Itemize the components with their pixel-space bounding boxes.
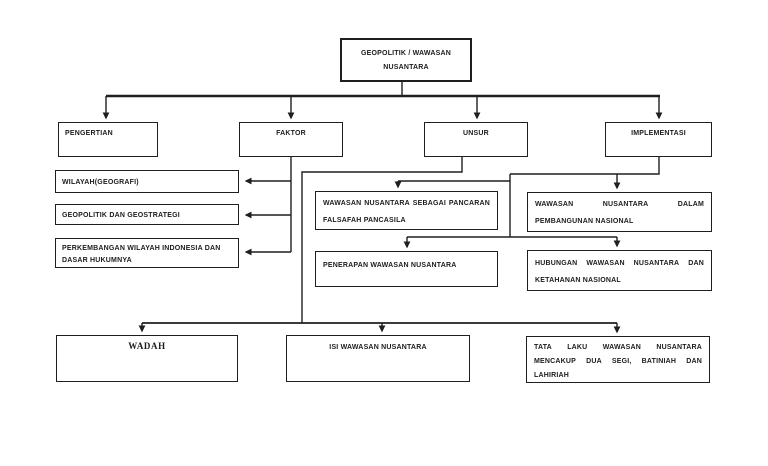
node-wadah: WADAH — [56, 335, 238, 382]
node-pengertian: PENGERTIAN — [58, 122, 158, 157]
edge-implementasi-elbow — [510, 157, 660, 175]
node-unsur: UNSUR — [424, 122, 528, 157]
edge-unsur-elbow — [301, 157, 463, 323]
node-faktor: FAKTOR — [239, 122, 343, 157]
node-wilayah-geografi: WILAYAH(GEOGRAFI) — [55, 170, 239, 193]
node-penerapan-wawasan-nusantara: PENERAPAN WAWASAN NUSANTARA — [315, 251, 498, 287]
node-implementasi: IMPLEMENTASI — [605, 122, 712, 157]
node-isi-wawasan-nusantara: ISI WAWASAN NUSANTARA — [286, 335, 470, 382]
node-geopolitik-dan-geostrategi: GEOPOLITIK DAN GEOSTRATEGI — [55, 204, 239, 225]
